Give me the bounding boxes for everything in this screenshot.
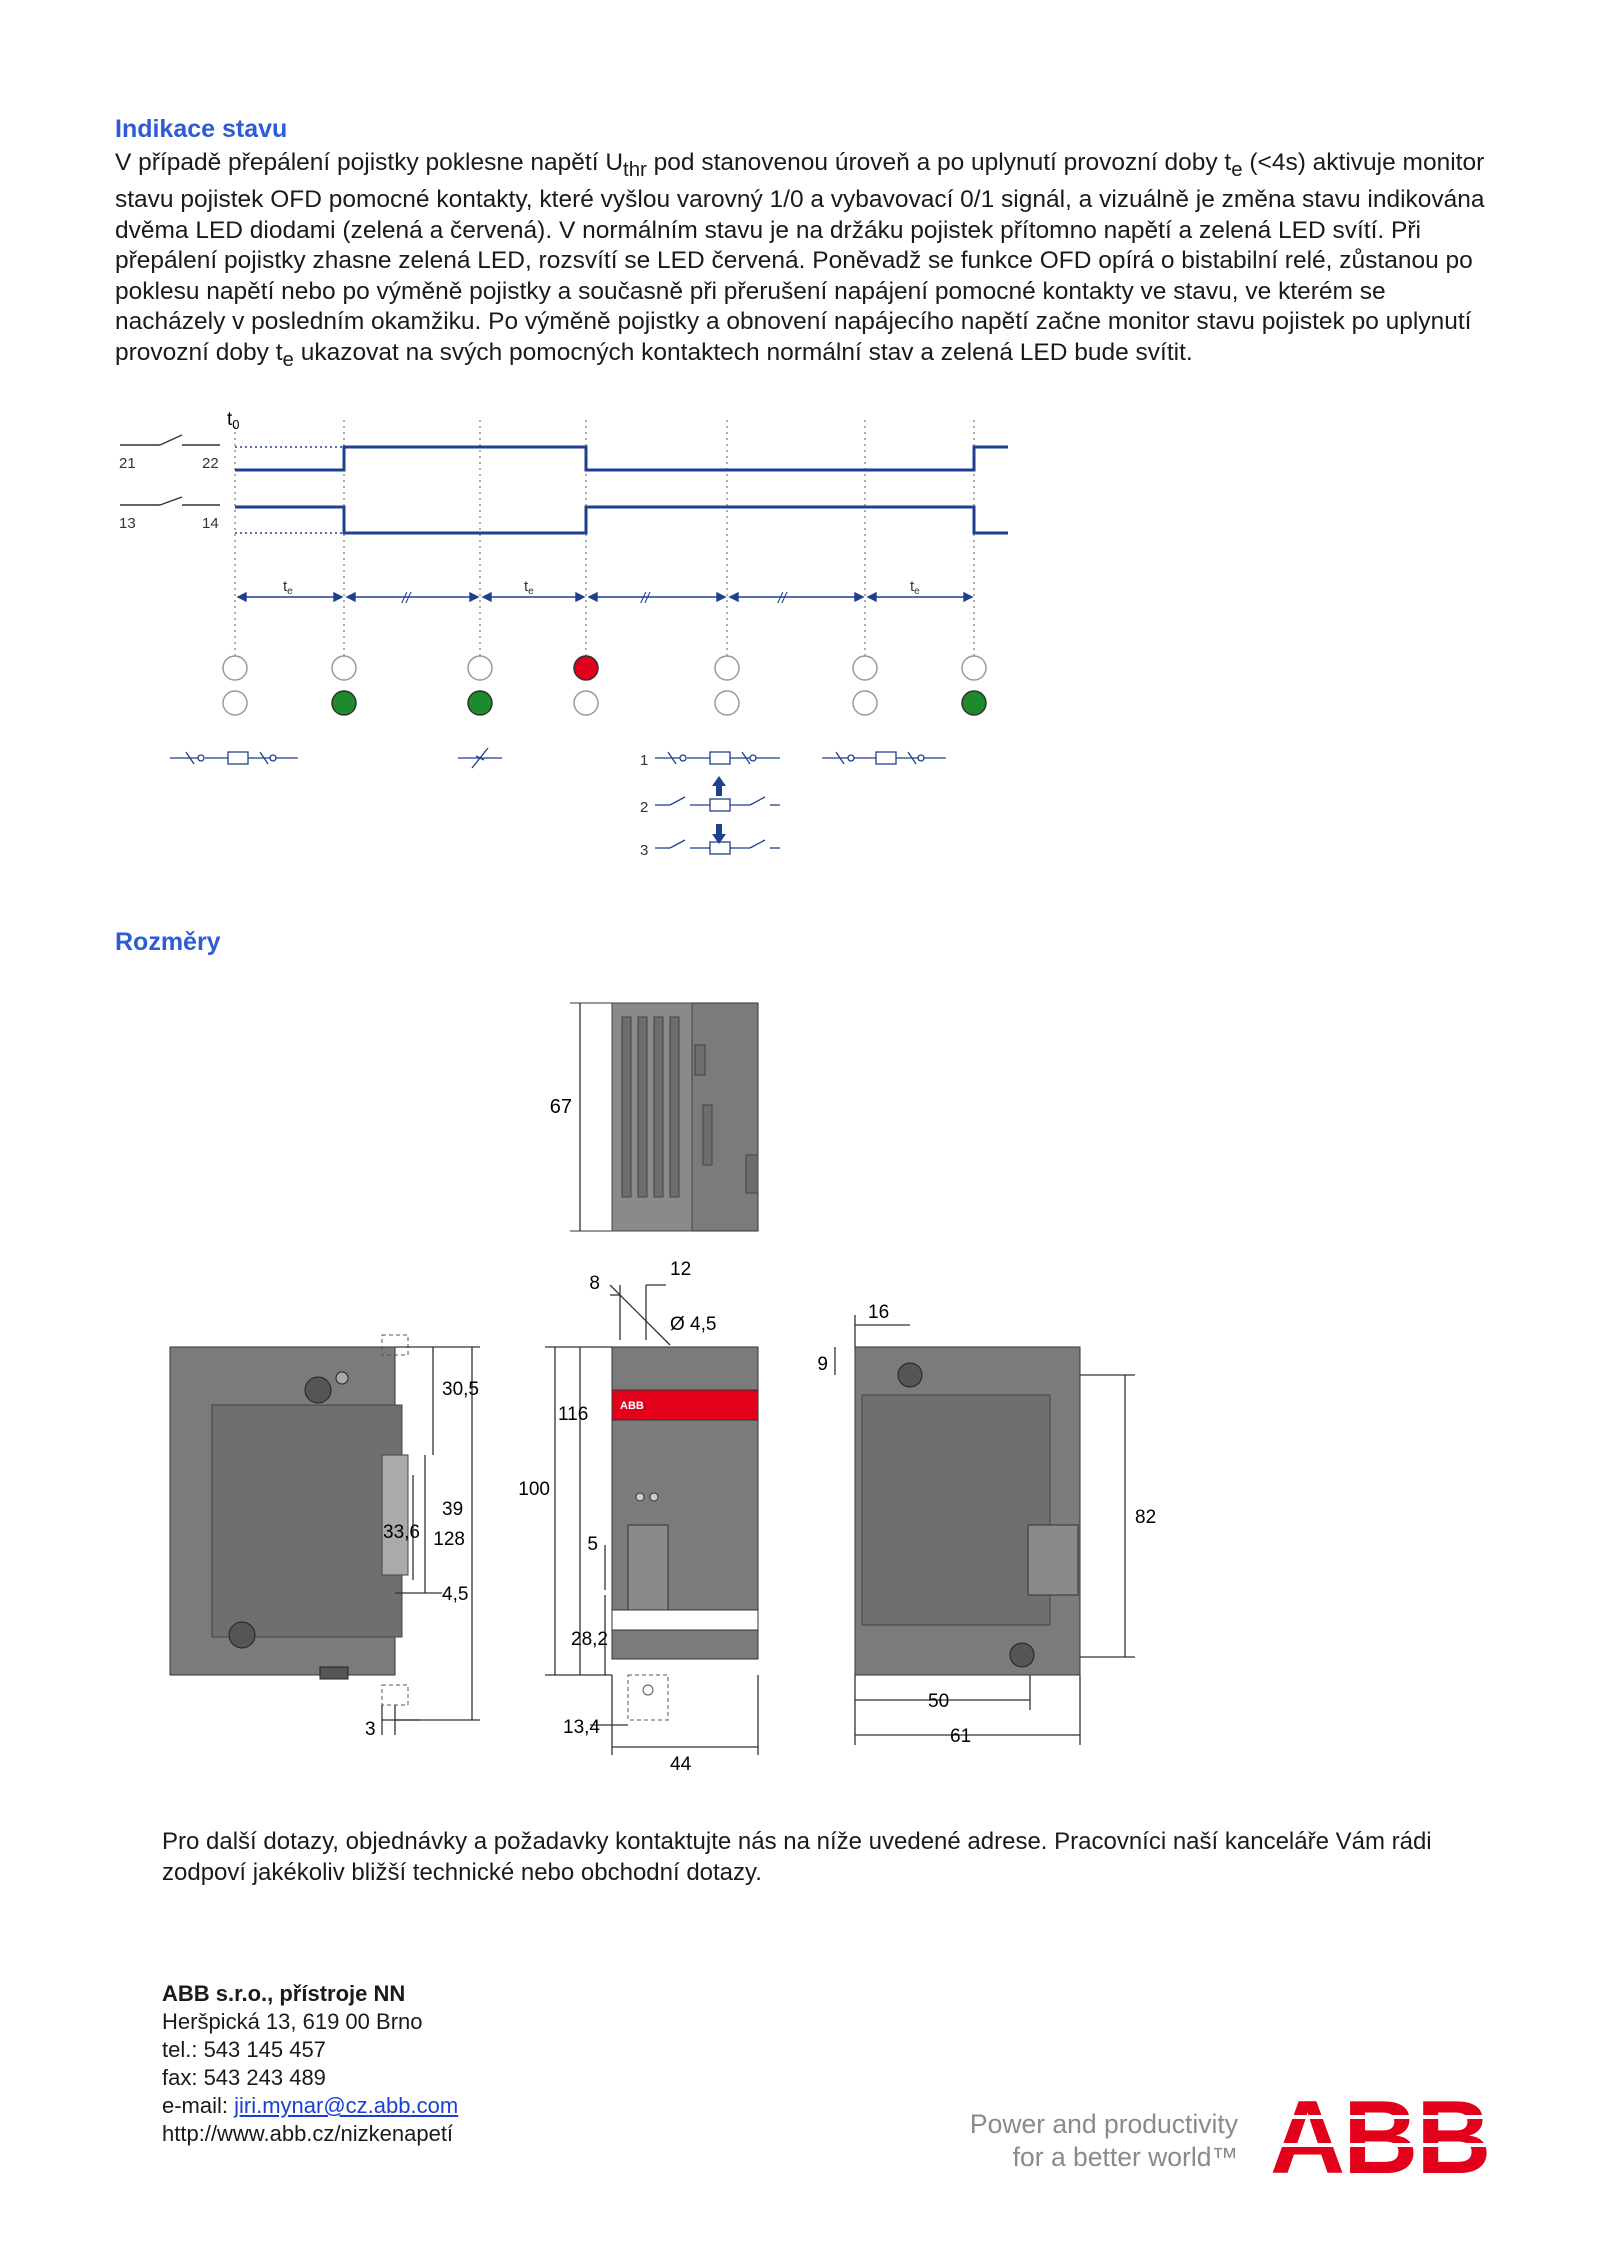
- dim-61: 61: [950, 1726, 971, 1747]
- contact-21-label: 21: [119, 455, 136, 472]
- step-1-label: 1: [640, 752, 648, 769]
- led-6-top: [852, 655, 878, 681]
- led-1-top: [222, 655, 248, 681]
- dim-13-4: 13,4: [563, 1717, 600, 1738]
- dim-12: 12: [670, 1259, 691, 1280]
- te-label-3: te: [910, 578, 920, 597]
- website: http://www.abb.cz/nizkenapetí: [162, 2121, 454, 2146]
- contact-21-22-symbol: [120, 434, 220, 446]
- abb-logo-text: ABB: [1270, 2080, 1491, 2196]
- email-line: e-mail: jiri.mynar@cz.abb.com: [162, 2092, 458, 2120]
- signal-21-22: [235, 445, 1008, 472]
- signal-13-14: [235, 505, 1008, 535]
- dim-116: 116: [558, 1404, 588, 1425]
- dim-50: 50: [928, 1691, 949, 1712]
- step-3-label: 3: [640, 842, 648, 859]
- switch-symbols: [170, 747, 946, 855]
- dim-9: 9: [817, 1354, 828, 1375]
- led-4-bottom: [573, 690, 599, 716]
- dim-hole: Ø 4,5: [670, 1314, 716, 1335]
- dim-128: 128: [433, 1529, 465, 1550]
- led-7-bottom: [961, 690, 987, 716]
- step-2-label: 2: [640, 799, 648, 816]
- status-heading: Indikace stavu: [115, 115, 288, 143]
- top-view: 67: [550, 1002, 759, 1232]
- break-mark-2: //: [640, 590, 651, 607]
- contact-13-14-symbol: [120, 496, 220, 506]
- side-view: 30,5 39 33,6 128 4,5 3: [169, 1334, 480, 1740]
- step-arrows: [712, 776, 726, 844]
- dim-82: 82: [1135, 1507, 1156, 1528]
- break-mark-3: //: [777, 590, 788, 607]
- dim-39: 39: [442, 1499, 463, 1520]
- company-name: ABB s.r.o., přístroje NN: [162, 1981, 406, 2006]
- led-3-top: [467, 655, 493, 681]
- dim-28-2: 28,2: [571, 1629, 608, 1650]
- time-guides: [234, 420, 975, 670]
- dim-67: 67: [550, 1096, 572, 1118]
- contact-14-label: 14: [202, 515, 219, 532]
- email-label: e-mail:: [162, 2093, 235, 2118]
- led-5-bottom: [714, 690, 740, 716]
- led-4-top: [573, 655, 599, 681]
- tagline-line-2: for a better world™: [1012, 2142, 1238, 2172]
- abb-logo: ABB: [1270, 2086, 1491, 2190]
- dim-16: 16: [868, 1302, 889, 1323]
- led-5-top: [714, 655, 740, 681]
- dim-44: 44: [670, 1754, 692, 1775]
- break-mark-1: //: [401, 590, 412, 607]
- te-label-2: te: [524, 578, 534, 597]
- led-7-top: [961, 655, 987, 681]
- dim-30-5: 30,5: [442, 1379, 479, 1400]
- dim-4-5: 4,5: [442, 1584, 468, 1605]
- te-label-1: te: [283, 578, 293, 597]
- t0-label: t0: [227, 409, 240, 432]
- telephone: tel.: 543 145 457: [162, 2037, 326, 2062]
- led-2-bottom: [331, 690, 357, 716]
- fax: fax: 543 243 489: [162, 2065, 326, 2090]
- tagline: Power and productivity for a better worl…: [880, 2108, 1238, 2174]
- dim-100: 100: [518, 1479, 550, 1500]
- led-2-top: [331, 655, 357, 681]
- timing-arrows: [236, 591, 974, 603]
- contact-22-label: 22: [202, 455, 219, 472]
- tagline-line-1: Power and productivity: [969, 2109, 1238, 2139]
- contact-13-label: 13: [119, 515, 136, 532]
- street: Heršpická 13, 619 00 Brno: [162, 2009, 423, 2034]
- front-brand: ABB: [620, 1400, 644, 1412]
- back-view: 16 9 82 50 61: [817, 1302, 1156, 1747]
- dimension-drawing: 67 30,5 39 33,6 128 4,5 3: [169, 1002, 1156, 1775]
- dim-3: 3: [365, 1719, 376, 1740]
- timing-diagram: t0 21 22 13 14: [119, 409, 1008, 859]
- email-link[interactable]: jiri.mynar@cz.abb.com: [234, 2093, 459, 2118]
- status-paragraph: V případě přepálení pojistky poklesne na…: [115, 149, 1485, 371]
- address-block: ABB s.r.o., přístroje NN Heršpická 13, 6…: [162, 1980, 458, 2148]
- front-view: ABB 8 12 Ø 4,5 116 100 5 28: [518, 1259, 759, 1775]
- dimensions-heading: Rozměry: [115, 928, 221, 956]
- led-6-bottom: [852, 690, 878, 716]
- led-3-bottom: [467, 690, 493, 716]
- contact-note: Pro další dotazy, objednávky a požadavky…: [162, 1828, 1432, 1886]
- signal-dotted: [235, 446, 344, 534]
- dim-5: 5: [587, 1534, 598, 1555]
- led-1-bottom: [222, 690, 248, 716]
- dim-33-6: 33,6: [383, 1522, 420, 1543]
- dim-8: 8: [589, 1273, 600, 1294]
- led-indicators: [222, 655, 987, 716]
